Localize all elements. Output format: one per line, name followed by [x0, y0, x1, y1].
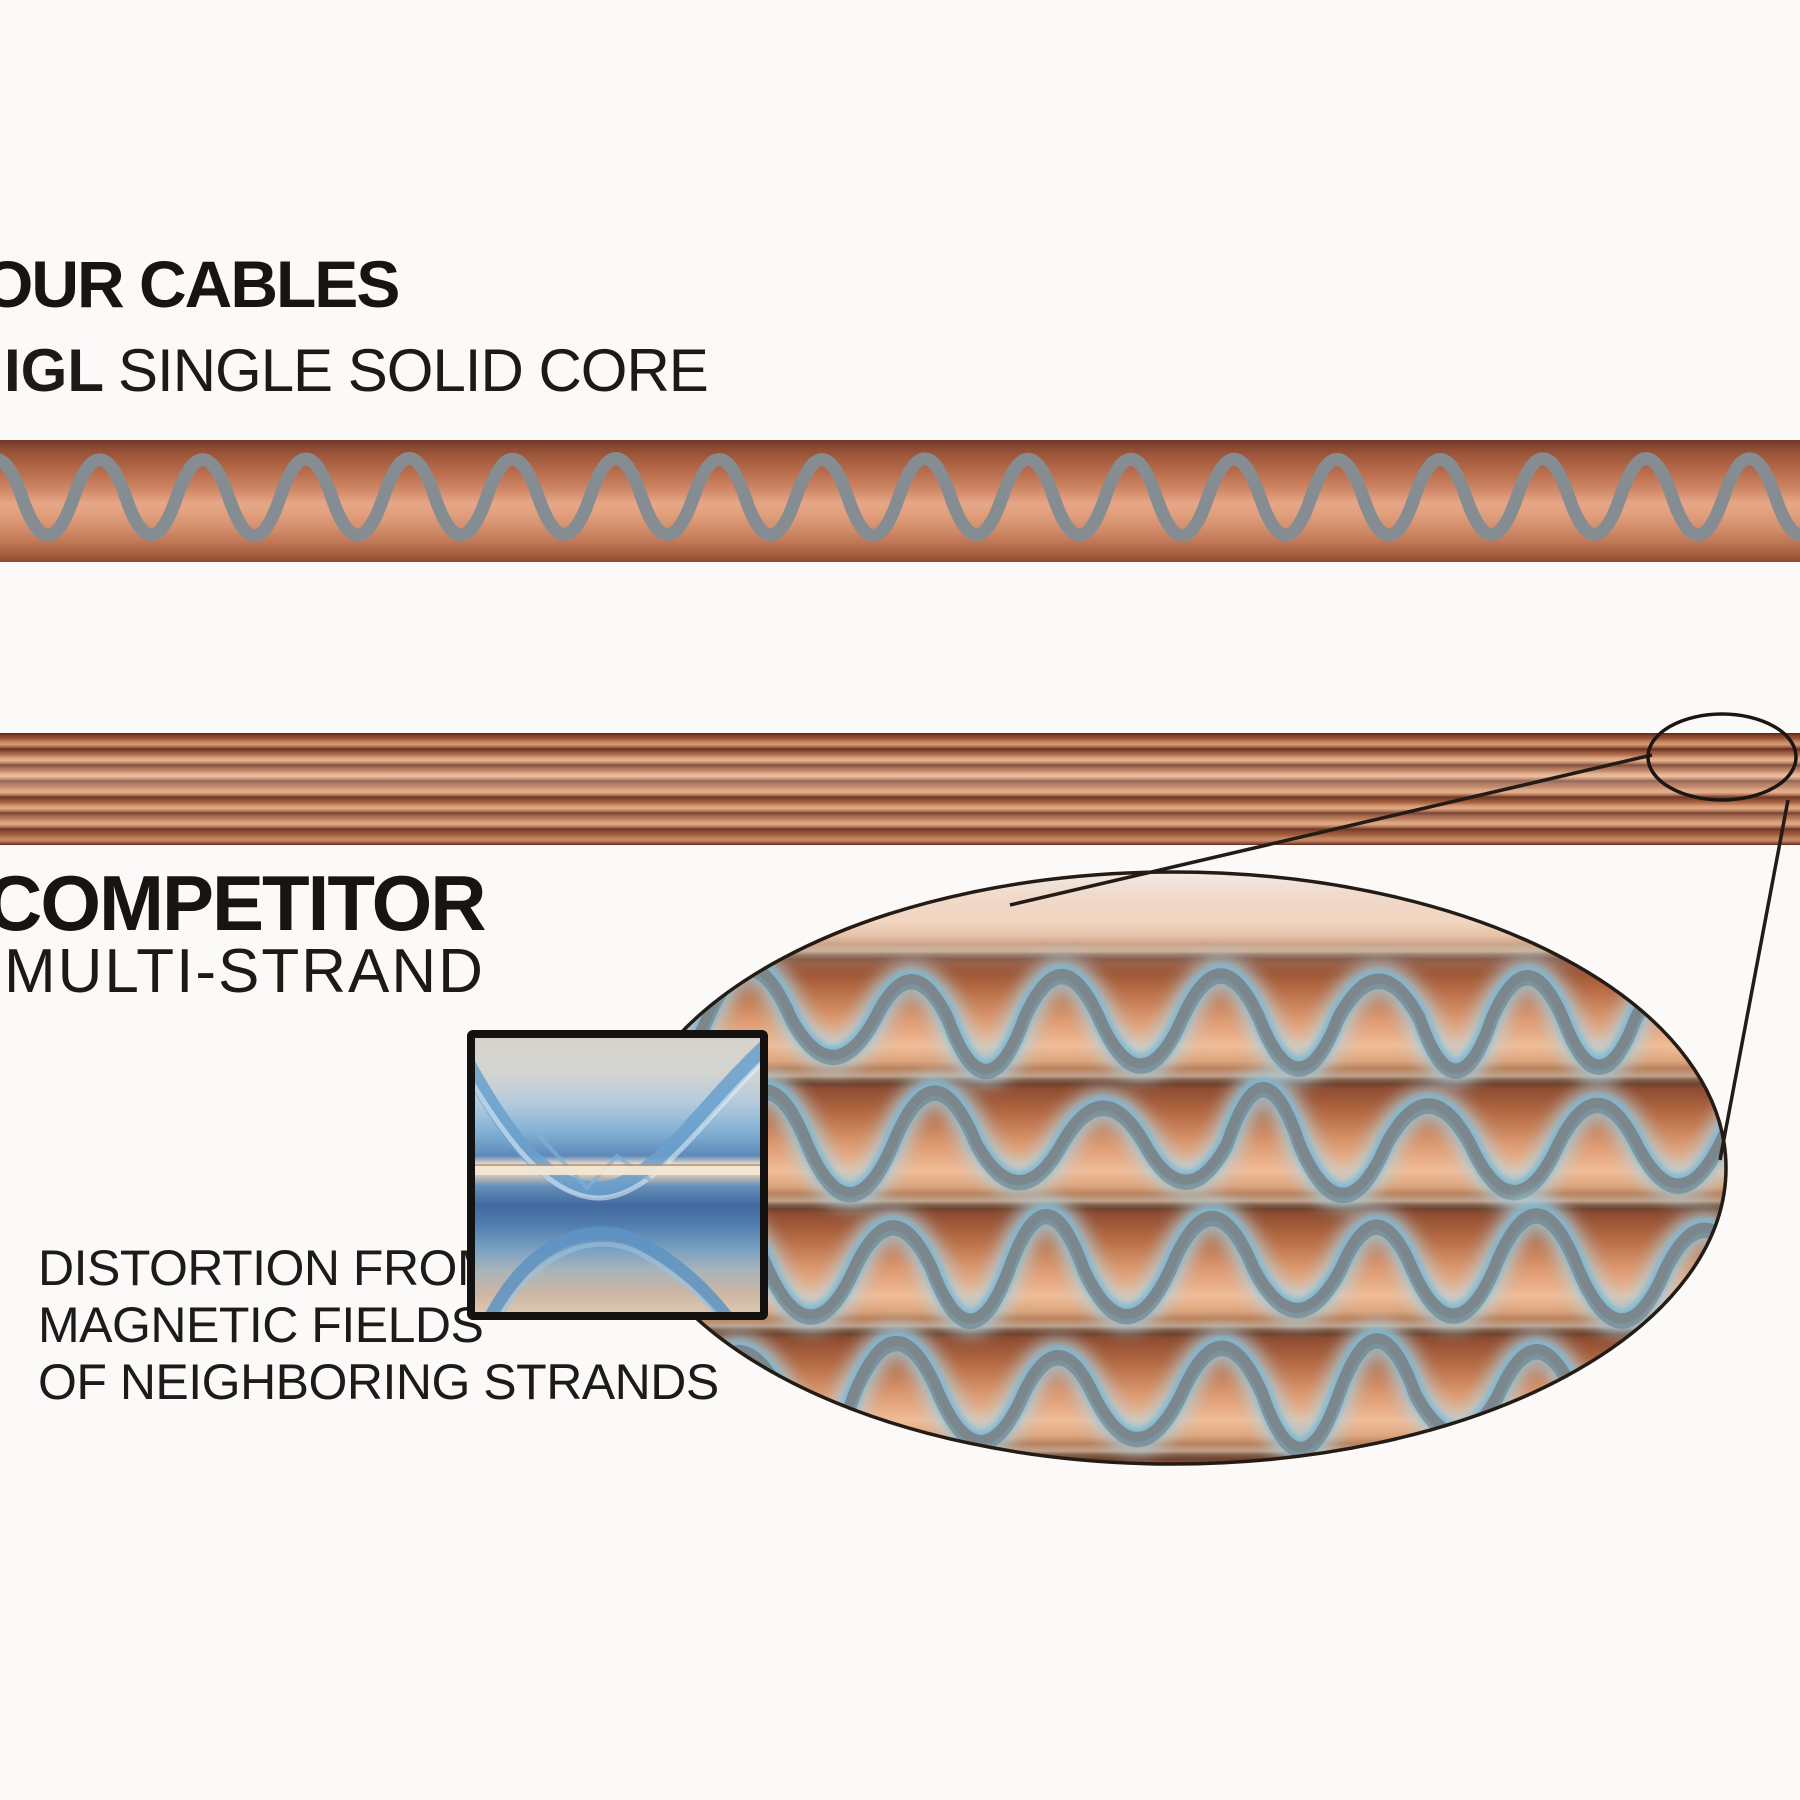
competitor-subtitle: MULTI-STRAND [4, 937, 485, 1006]
ours-title: OUR CABLES [0, 247, 400, 321]
competitor-title: COMPETITOR [0, 859, 487, 947]
caption-line-1: DISTORTION FROM [38, 1240, 499, 1296]
caption-line-2: MAGNETIC FIELDS [38, 1297, 484, 1353]
distortion-caption: DISTORTION FROM MAGNETIC FIELDS OF NEIGH… [38, 1240, 719, 1411]
caption-line-3: OF NEIGHBORING STRANDS [38, 1354, 719, 1410]
distortion-detail-inset [467, 1030, 768, 1320]
callout-line [1718, 799, 1790, 1161]
ours-subtitle-text: SINGLE SOLID CORE [118, 337, 709, 404]
inset-upper-wave-highlight [475, 1061, 760, 1201]
inset-mid-line [475, 1166, 760, 1175]
solid-core-cable [0, 440, 1800, 562]
cable-shading [0, 733, 1800, 845]
multi-strand-cable [0, 733, 1800, 845]
inset-mid-line-edge [475, 1164, 760, 1166]
magnifier-ellipse-outline [618, 870, 1728, 1466]
distortion-detail-art [475, 1041, 760, 1312]
ours-brand: IGL [4, 337, 104, 404]
